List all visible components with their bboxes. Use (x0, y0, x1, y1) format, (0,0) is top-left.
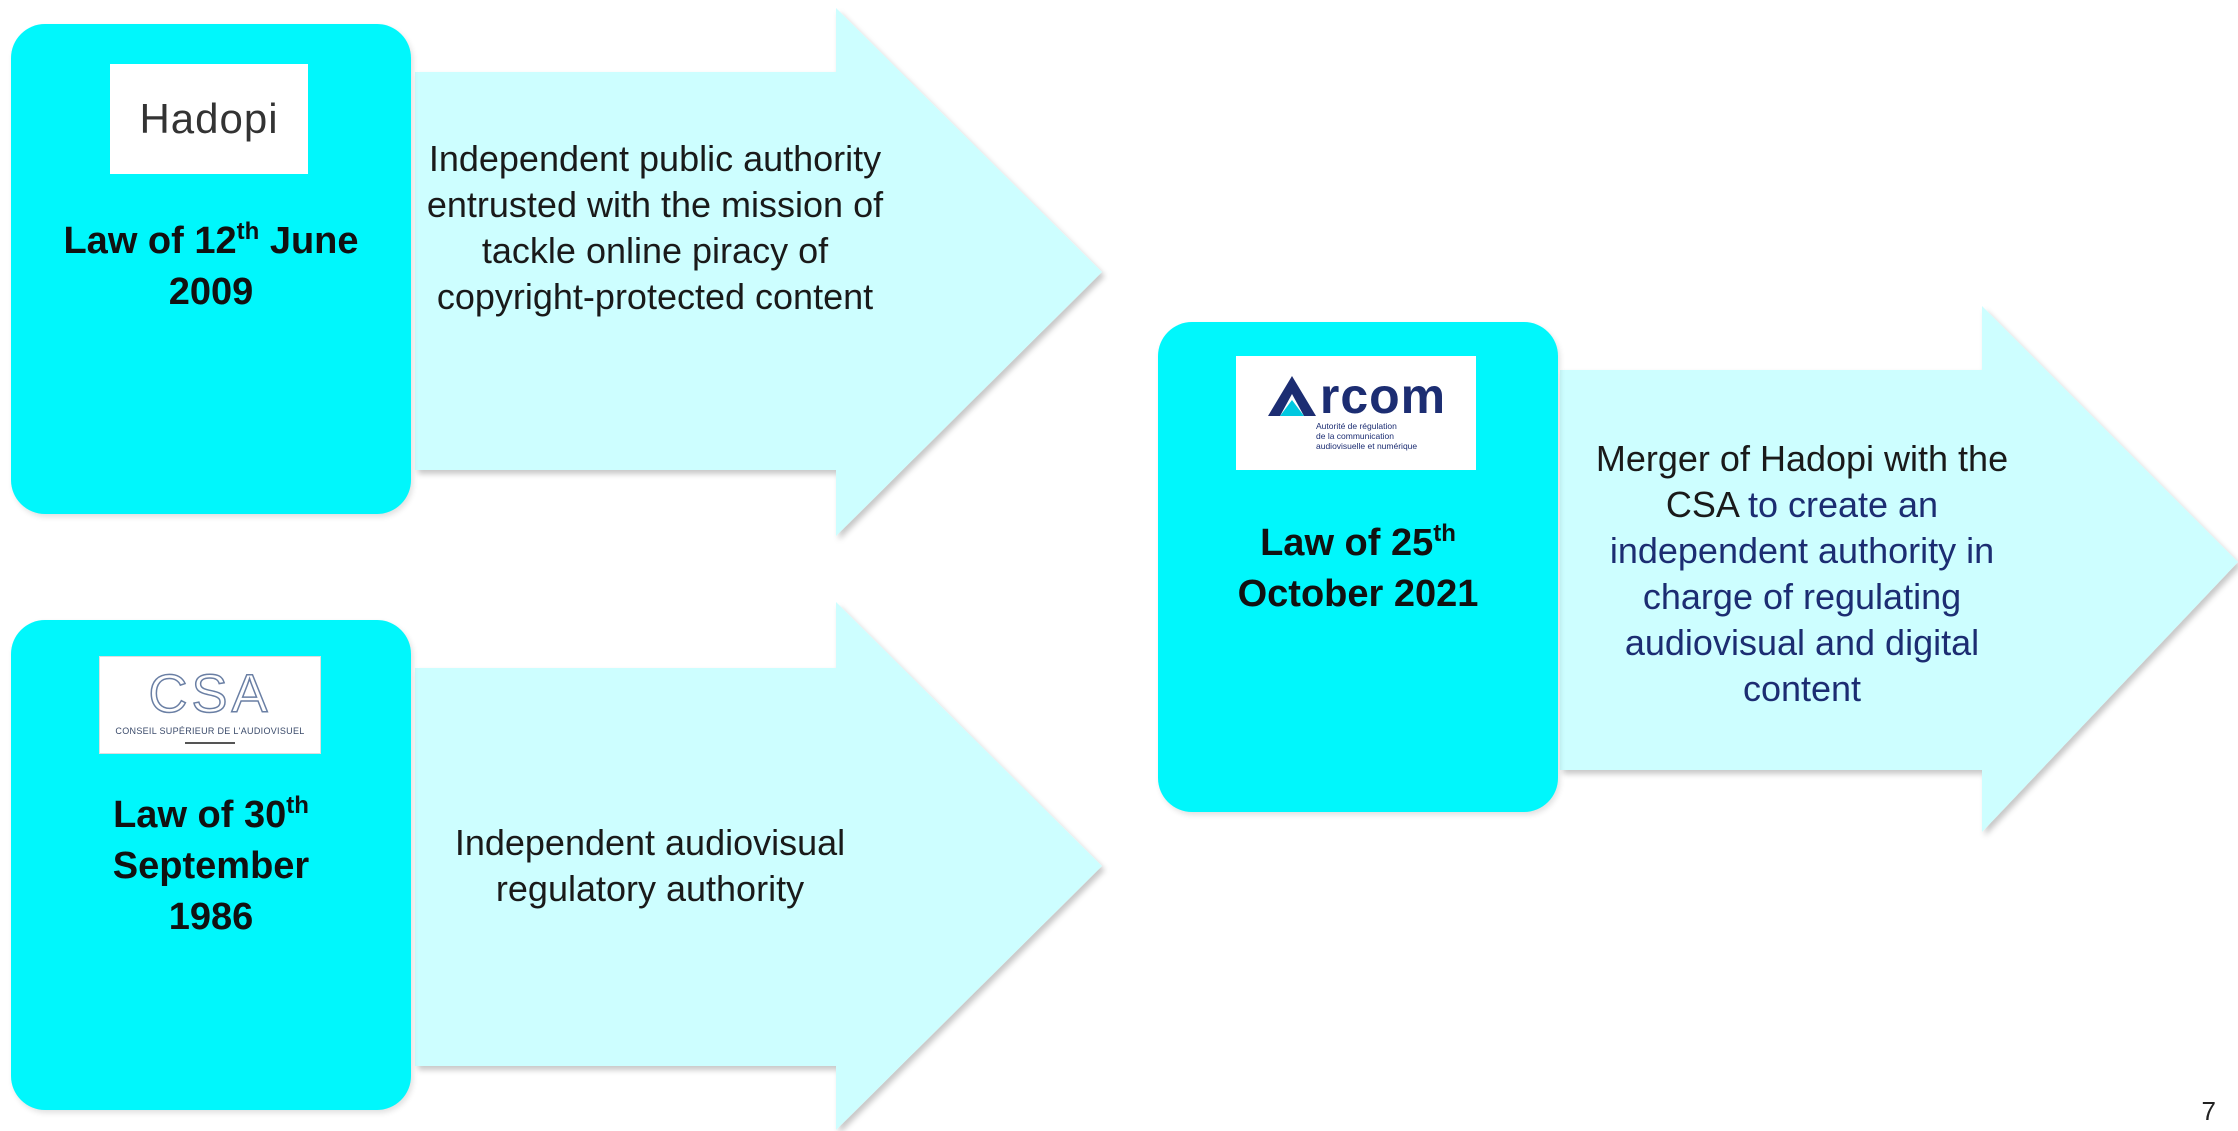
arcom-a-icon (1267, 376, 1316, 416)
csa-description: Independent audiovisual regulatory autho… (454, 822, 846, 909)
hadopi-description: Independent public authority entrusted w… (426, 138, 884, 317)
arcom-description-part2: to create an independent authority in ch… (1609, 484, 1995, 709)
arcom-description: Merger of Hadopi with the CSA to create … (1572, 436, 2032, 712)
hadopi-arrow (415, 8, 1102, 536)
csa-logo: CSA CONSEIL SUPÉRIEUR DE L'AUDIOVISUEL (99, 656, 321, 754)
arcom-description-part1: Merger of Hadopi with the CSA (1595, 438, 2009, 525)
csa-box: CSA CONSEIL SUPÉRIEUR DE L'AUDIOVISUEL L… (11, 620, 411, 1110)
csa-logo-subtitle: CONSEIL SUPÉRIEUR DE L'AUDIOVISUEL (115, 726, 305, 736)
arcom-law-date: Law of 25th October 2021 (1237, 520, 1479, 616)
arcom-logo-sub1: Autorité de régulation (1316, 421, 1397, 431)
csa-logo-rule (185, 742, 235, 744)
arcom-logo-sub3: audiovisuelle et numérique (1316, 441, 1418, 451)
hadopi-logo: Hadopi (110, 64, 308, 174)
arcom-logo-text: rcom (1319, 368, 1447, 424)
csa-law-date: Law of 30th September 1986 (112, 792, 310, 939)
arcom-logo-sub2: de la communication (1316, 431, 1394, 441)
arcom-box: rcom Autorité de régulation de la commun… (1158, 322, 1558, 812)
page-number: 7 (2201, 1096, 2216, 1126)
hadopi-law-date: Law of 12th June 2009 (63, 218, 359, 314)
hadopi-box: Hadopi Law of 12th June 2009 (11, 24, 411, 514)
csa-logo-mark: CSA (148, 664, 272, 724)
arcom-logo: rcom Autorité de régulation de la commun… (1236, 356, 1476, 470)
hadopi-logo-text: Hadopi (139, 95, 279, 142)
arcom-arrow (1560, 306, 2238, 832)
csa-arrow (415, 602, 1102, 1130)
